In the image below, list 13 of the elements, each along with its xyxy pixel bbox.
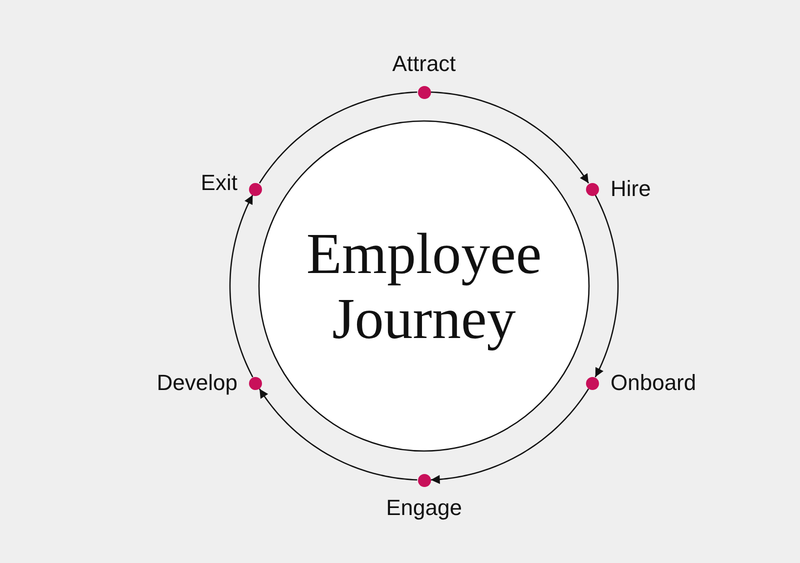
arrow bbox=[430, 388, 590, 484]
stage-label: Hire bbox=[610, 176, 651, 202]
stage-label: Onboard bbox=[610, 370, 696, 396]
stage-label: Attract bbox=[392, 50, 456, 76]
stage-label: Develop bbox=[156, 370, 238, 396]
arrow bbox=[430, 91, 590, 184]
arrow bbox=[229, 194, 254, 378]
arrow bbox=[594, 194, 619, 378]
stage-label: Exit bbox=[200, 170, 238, 196]
connector-line bbox=[258, 91, 418, 184]
center-title: Employee Journey bbox=[305, 221, 543, 351]
arrow bbox=[258, 388, 418, 481]
stage-label: Engage bbox=[386, 494, 462, 520]
